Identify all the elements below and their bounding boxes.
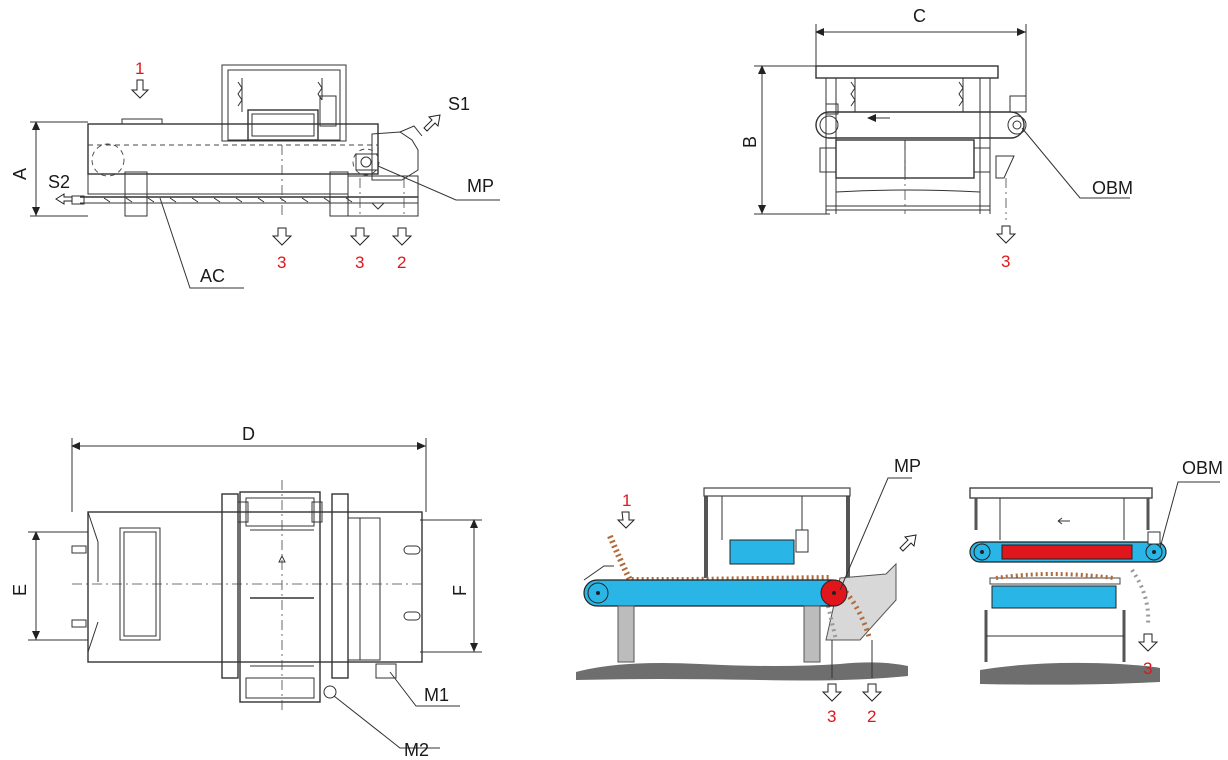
label-obm: OBM xyxy=(1092,178,1133,198)
motor-m1-icon xyxy=(375,663,397,679)
flow-out-arrow-icon xyxy=(423,114,441,132)
schematic-overband-separator: OBM 3 xyxy=(969,458,1223,685)
flow-down-arrow-icon xyxy=(271,227,293,246)
label-obm-schematic: OBM xyxy=(1182,458,1223,478)
flow-left-arrow-icon xyxy=(55,193,73,205)
dim-label-c: C xyxy=(913,6,926,26)
dim-label-a: A xyxy=(10,168,30,180)
flow-number: 3 xyxy=(277,253,286,272)
flow-down-arrow-icon xyxy=(995,225,1017,244)
flow-out-arrow-icon xyxy=(899,534,917,552)
flow-number: 3 xyxy=(1001,252,1010,271)
flow-number: 3 xyxy=(355,253,364,272)
flow-down-arrow-icon xyxy=(391,227,413,246)
flow-down-arrow-icon xyxy=(349,227,371,246)
motor-icon xyxy=(1009,95,1027,113)
flow-number: 2 xyxy=(397,253,406,272)
side-view: S1 S2 MP AC A 1 3 3 2 xyxy=(10,59,500,289)
schematic-inline-separator: MP 1 3 2 xyxy=(576,456,921,726)
label-mp-schematic: MP xyxy=(894,456,921,476)
flow-number: 3 xyxy=(1143,659,1152,678)
label-m2: M2 xyxy=(404,740,429,760)
flow-in-arrow-icon xyxy=(130,79,150,99)
motor-icon xyxy=(319,95,337,127)
label-s2: S2 xyxy=(48,172,70,192)
flow-in-arrow-icon xyxy=(616,511,636,529)
flow-number: 3 xyxy=(827,707,836,726)
dim-label-f: F xyxy=(450,585,470,596)
label-s1: S1 xyxy=(448,94,470,114)
flow-number: 1 xyxy=(135,59,144,78)
dim-label-e: E xyxy=(10,584,30,596)
flow-down-arrow-icon xyxy=(861,683,883,702)
motor-m2-icon xyxy=(323,685,337,699)
dim-label-b: B xyxy=(740,136,760,148)
top-view: D E F M1 M2 xyxy=(10,424,482,760)
dim-label-d: D xyxy=(242,424,255,444)
label-ac: AC xyxy=(200,266,225,286)
front-view: C B OBM 3 xyxy=(740,6,1133,271)
label-mp: MP xyxy=(467,176,494,196)
flow-number: 1 xyxy=(622,491,631,510)
label-m1: M1 xyxy=(424,685,449,705)
flow-number: 2 xyxy=(867,707,876,726)
flow-down-arrow-icon xyxy=(1137,633,1159,652)
flow-down-arrow-icon xyxy=(821,683,843,702)
